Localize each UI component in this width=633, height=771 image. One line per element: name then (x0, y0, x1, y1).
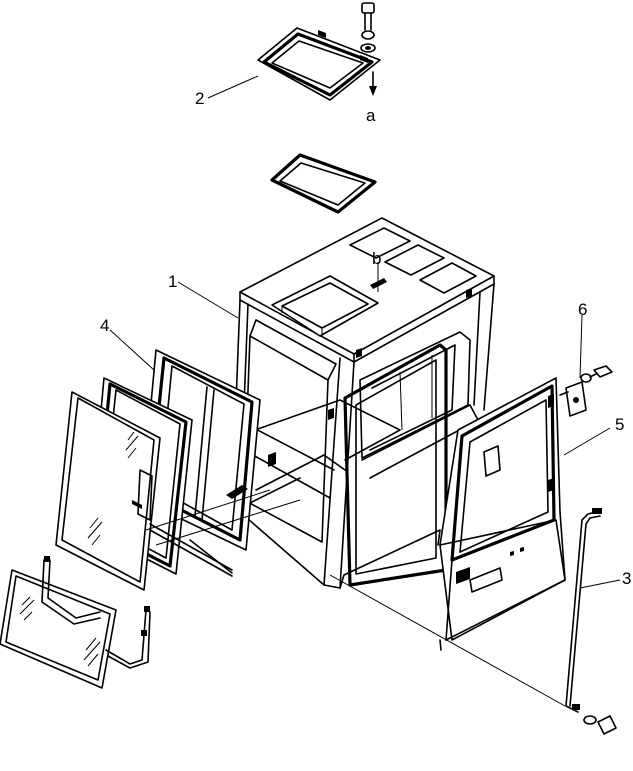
door-panel (439, 377, 566, 651)
label-part-4: 4 (100, 316, 109, 335)
lower-window-rails (41, 556, 151, 669)
roof-hatch-part (257, 27, 381, 101)
callout-labels: 2 a 1 b 4 6 5 3 (100, 89, 631, 588)
label-ref-b: b (372, 249, 381, 268)
label-part-3: 3 (622, 569, 631, 588)
arrow-a (369, 71, 377, 96)
label-ref-a: a (366, 106, 376, 125)
door-stay-rod (565, 508, 617, 735)
door-lock (559, 365, 613, 417)
label-part-5: 5 (615, 415, 624, 434)
hatch-bolt (360, 2, 376, 53)
leader-lines (109, 75, 621, 707)
window-glass (55, 391, 161, 591)
window-rail (149, 523, 233, 577)
label-part-6: 6 (578, 300, 587, 319)
lower-window-glass (0, 569, 117, 689)
label-part-2: 2 (195, 89, 204, 108)
label-part-1: 1 (168, 272, 177, 291)
hatch-seal (270, 153, 377, 214)
